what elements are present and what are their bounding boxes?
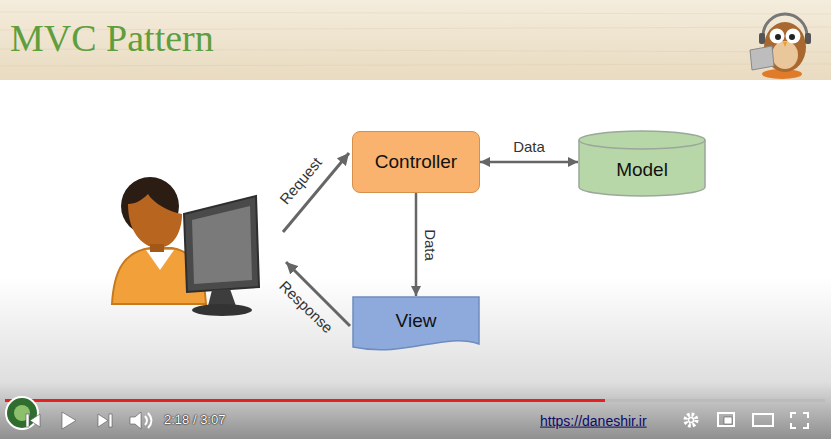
user-figure-part <box>146 250 174 270</box>
player-controls-part <box>689 418 694 423</box>
owl-mascot-part <box>786 29 801 44</box>
database-cylinder: Model <box>578 130 706 197</box>
user-figure-part <box>150 244 164 252</box>
computer-monitor-part <box>208 289 236 306</box>
channel-logo-part <box>6 397 38 429</box>
flow-label: Response <box>275 277 336 337</box>
banner-texture <box>0 12 831 66</box>
flow-connector <box>480 161 578 164</box>
progress-played <box>5 399 605 402</box>
player-controls-part <box>26 414 29 427</box>
player-controls-part <box>130 412 141 429</box>
cylinder-rim <box>579 140 705 149</box>
owl-mascot-part <box>763 14 807 36</box>
user-figure-part <box>128 194 182 248</box>
owl-mascot-part <box>789 34 795 40</box>
player-controls-part <box>98 414 108 427</box>
player-shade <box>0 382 831 439</box>
owl-mascot-part <box>783 42 787 47</box>
progress-remaining <box>605 399 825 402</box>
channel-logo <box>6 397 38 429</box>
owl-mascot-part <box>805 33 811 44</box>
owl-mascot-part <box>770 29 785 44</box>
flow-connector <box>415 193 418 296</box>
player-controls-part <box>109 414 112 427</box>
player-controls-part <box>718 413 734 426</box>
player-controls-part <box>753 414 773 426</box>
computer-monitor-part <box>192 206 252 284</box>
owl-mascot-part <box>772 41 798 69</box>
player-controls-part <box>145 416 147 425</box>
banner-texture-part <box>0 12 831 14</box>
flow-label: Request <box>276 154 326 208</box>
slide-ground <box>0 80 831 439</box>
edge-label: Data <box>421 229 439 261</box>
player-controls-part <box>62 412 76 429</box>
player-controls-part <box>30 414 40 427</box>
document-box: View <box>352 296 480 354</box>
banner-texture-part <box>0 64 831 66</box>
node-text: Model <box>616 159 668 182</box>
owl-mascot <box>750 14 811 79</box>
computer-monitor-part <box>184 196 259 292</box>
node-text: View <box>396 310 437 333</box>
owl-mascot-part <box>775 34 781 40</box>
controller-box: Controller <box>352 131 480 193</box>
player-controls-part <box>148 413 152 428</box>
computer-monitor-part <box>192 304 252 316</box>
edge-label: Data <box>513 138 545 156</box>
title-banner <box>0 0 831 80</box>
player-controls-part <box>724 417 732 424</box>
player-controls-part <box>791 413 808 428</box>
player-controls <box>26 412 808 429</box>
watermark-url: https://daneshir.ir <box>540 413 647 430</box>
node-text: Controller <box>375 151 457 174</box>
player-controls-part <box>686 415 697 426</box>
slide-title: MVC Pattern <box>10 16 214 60</box>
cylinder-body <box>579 131 705 196</box>
video-time: 2:18 / 3:07 <box>164 412 225 428</box>
owl-mascot-part <box>759 33 765 44</box>
document-outline <box>353 297 479 350</box>
computer-monitor <box>184 196 259 316</box>
owl-mascot-part <box>750 46 774 70</box>
